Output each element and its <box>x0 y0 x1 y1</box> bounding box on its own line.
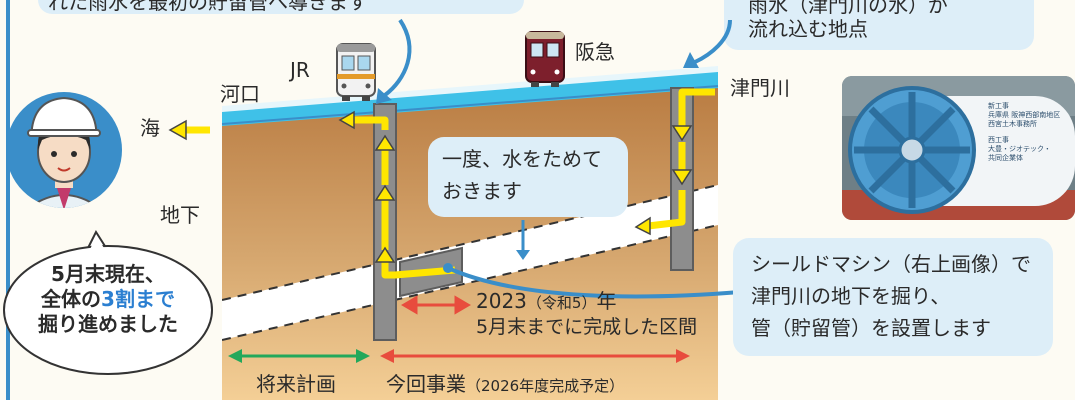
top-left-callout-text: れた雨水を最初の貯留管へ導きます <box>48 0 368 14</box>
speech-line2: 全体の3割まで <box>10 287 206 312</box>
shield-machine-photo <box>842 76 1075 220</box>
speech-highlight: 3割まで <box>101 287 175 311</box>
flow-arrows-left <box>350 116 456 279</box>
hankyu-label: 阪急 <box>575 40 615 64</box>
jr-label: JR <box>290 58 310 82</box>
completed-year: 2023 <box>476 289 527 313</box>
sea-arrow-icon <box>168 119 210 141</box>
shield-callout-line3: 管（貯留管）を設置します <box>751 316 991 340</box>
future-range-arrow <box>228 349 370 363</box>
current-range-arrow <box>380 349 690 363</box>
top-right-callout-line1: 雨水（津門川の水）が <box>748 0 948 17</box>
top-right-callout-line2: 流れ込む地点 <box>748 17 868 41</box>
top-right-callout-bg <box>724 0 1034 50</box>
speech-line2-prefix: 全体の <box>41 287 102 311</box>
umi-label: 海 <box>140 116 160 140</box>
pointer-arrow-jr <box>383 18 412 97</box>
flow-arrows-right <box>647 88 715 230</box>
tsumongawa-label: 津門川 <box>730 76 790 100</box>
photo-sign-3: 西宮土木事務所 <box>988 119 1037 128</box>
photo-sign-2: 兵庫県 阪神西部南地区 <box>988 110 1061 119</box>
shield-callout-line2: 津門川の地下を掘り、 <box>751 284 951 308</box>
kakou-label: 河口 <box>220 82 260 106</box>
river-water <box>222 70 718 126</box>
hankyu-train-icon <box>525 31 565 87</box>
current-project-title: 今回事業 <box>386 372 466 396</box>
future-plan-label: 将来計画 <box>256 372 336 396</box>
current-project-label: 今回事業（2026年度完成予定） <box>386 372 624 397</box>
storage-callout: 一度、水をためて おきます <box>428 137 628 217</box>
storage-callout-line2: おきます <box>442 179 522 203</box>
worker-avatar <box>6 92 122 208</box>
worker-speech-bubble <box>3 229 213 375</box>
worker-speech-text: 5月末現在、 全体の3割まで 掘り進めました <box>10 262 206 337</box>
pointer-arrow-river <box>694 19 732 64</box>
photo-sign-6: 共同企業体 <box>988 153 1023 162</box>
completed-era: （令和5） <box>526 294 597 312</box>
completed-year-line: 2023（令和5）年 <box>476 289 616 314</box>
chika-label: 地下 <box>160 203 200 227</box>
pointer-arrow-shield <box>447 266 741 299</box>
current-project-note: （2026年度完成予定） <box>466 377 625 395</box>
photo-sign-1: 新工事 <box>988 102 1009 110</box>
jr-train-icon <box>336 43 376 101</box>
photo-sign-5: 大豊・ジオテック・ <box>988 145 1051 153</box>
completed-section-label: 5月末までに完成した区間 <box>476 316 698 338</box>
speech-line3: 掘り進めました <box>38 312 178 336</box>
shield-callout-line1: シールドマシン（右上画像）で <box>751 252 1031 276</box>
completed-range-arrow <box>401 295 471 315</box>
photo-sign: 新工事 兵庫県 阪神西部南地区 西宮土木事務所 西工事 大豊・ジオテック・ 共同… <box>988 102 1061 163</box>
tunnel-band <box>222 185 718 340</box>
top-left-callout-bg <box>38 0 524 14</box>
shield-callout: シールドマシン（右上画像）で 津門川の地下を掘り、 管（貯留管）を設置します <box>733 238 1053 356</box>
photo-sign-4: 西工事 <box>988 136 1009 145</box>
speech-line1: 5月末現在、 <box>51 262 165 286</box>
completed-suffix: 年 <box>596 289 617 313</box>
storage-callout-line1: 一度、水をためて <box>442 147 602 171</box>
